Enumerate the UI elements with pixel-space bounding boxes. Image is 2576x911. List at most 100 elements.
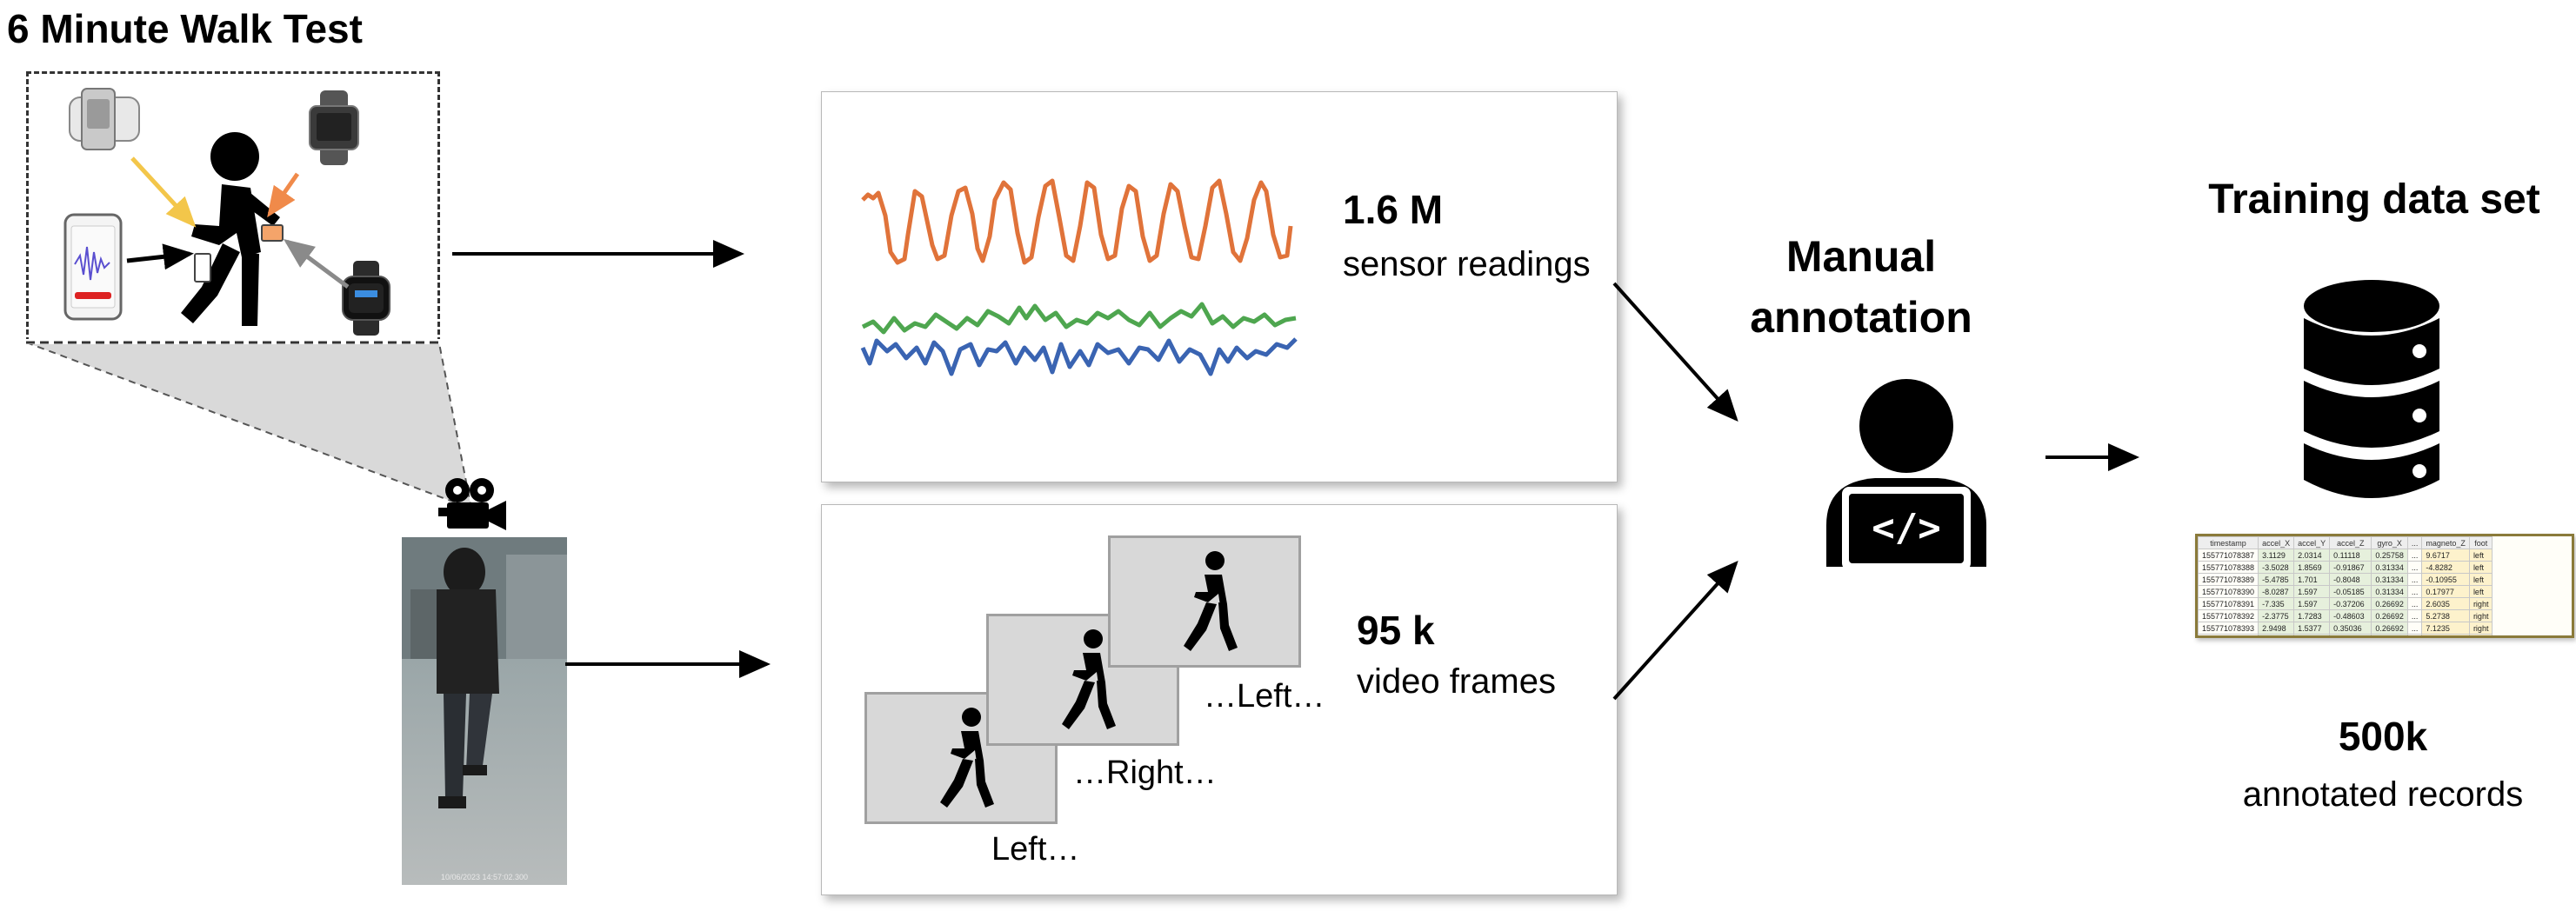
table-header-cell: accel_Y: [2293, 536, 2331, 549]
table-cell: 0.31334: [2371, 573, 2408, 586]
table-cell: 1.597: [2293, 597, 2331, 610]
walk-test-title: 6 Minute Walk Test: [7, 6, 363, 51]
table-cell: 155771078393: [2198, 622, 2259, 635]
table-cell: 1.7283: [2293, 609, 2331, 622]
table-cell: ...: [2406, 609, 2423, 622]
video-camera-icon: [438, 478, 506, 530]
sensor-readings-count: 1.6 M: [1343, 187, 1444, 232]
table-cell: -2.3775: [2258, 609, 2295, 622]
table-cell: 155771078391: [2198, 597, 2259, 610]
walking-person-icon: [1062, 629, 1116, 729]
green-signal-line: [861, 302, 1297, 335]
table-cell: 9.6717: [2421, 549, 2470, 562]
zoom-projection: [26, 339, 473, 510]
table-cell: 0.25758: [2371, 549, 2408, 562]
smartwatch-icon: [69, 88, 140, 150]
table-cell: 2.9498: [2258, 622, 2295, 635]
frame-label-left: Left…: [991, 831, 1080, 868]
table-cell: 3.1129: [2258, 549, 2295, 562]
table-cell: 155771078388: [2198, 561, 2259, 574]
table-cell: 155771078392: [2198, 609, 2259, 622]
table-header-cell: gyro_X: [2371, 536, 2408, 549]
table-cell: right: [2468, 634, 2493, 635]
table-cell: ...: [2406, 622, 2423, 635]
table-cell: left: [2468, 549, 2493, 562]
table-cell: 0.31334: [2371, 561, 2408, 574]
table-cell: 1.597: [2293, 585, 2331, 598]
table-cell: 0.31334: [2371, 585, 2408, 598]
table-cell: left: [2468, 585, 2493, 598]
annotated-records-label: annotated records: [2242, 775, 2524, 814]
table-cell: left: [2468, 573, 2493, 586]
table-header-cell: magneto_Z: [2421, 536, 2470, 549]
table-cell: 0.26692: [2371, 622, 2408, 635]
sensor-signal-chart: [860, 178, 1298, 376]
smartwatch-icon: [309, 90, 359, 165]
walking-person-icon: [1184, 551, 1238, 651]
table-cell: 155771078387: [2198, 549, 2259, 562]
table-cell: 0.26692: [2371, 609, 2408, 622]
table-cell: 0.17977: [2421, 585, 2470, 598]
database-icon: [2304, 280, 2439, 498]
table-cell: right: [2468, 597, 2493, 610]
walking-person-icon: [940, 708, 994, 808]
wrist-sensor: [261, 224, 284, 242]
table-header-cell: accel_X: [2258, 536, 2295, 549]
table-header-cell: ...: [2406, 536, 2423, 549]
table-header-cell: accel_Z: [2329, 536, 2372, 549]
table-cell: -8.0287: [2258, 585, 2295, 598]
video-frame-3: [1108, 535, 1301, 668]
table-cell: 0.26692: [2371, 597, 2408, 610]
table-cell: 155771078394: [2198, 634, 2259, 635]
annotation-title-line2: annotation: [1750, 293, 1972, 342]
table-cell: -0.37206: [2329, 597, 2372, 610]
table-cell: 2.0314: [2293, 549, 2331, 562]
flow-arrows-right: [1612, 282, 2139, 701]
walking-video-photo: 10/06/2023 14:57:02.300: [402, 537, 567, 885]
video-timestamp: 10/06/2023 14:57:02.300: [441, 873, 528, 881]
table-cell: -5.4785: [2258, 573, 2295, 586]
table-cell: left: [2468, 561, 2493, 574]
table-cell: 2.6035: [2421, 597, 2470, 610]
table-cell: 155771078390: [2198, 585, 2259, 598]
blue-signal-line: [860, 337, 1298, 376]
sensor-arrows: [126, 156, 350, 289]
table-cell: right: [2468, 609, 2493, 622]
table-cell: ...: [2406, 585, 2423, 598]
table-cell: 7.1235: [2421, 622, 2470, 635]
table-cell: 0.35036: [2329, 622, 2372, 635]
table-cell: 5.2738: [2421, 609, 2470, 622]
table-cell: -3.5028: [2258, 561, 2295, 574]
table-cell: 0.11118: [2329, 549, 2372, 562]
table-header-cell: foot: [2468, 536, 2493, 549]
table-cell: 0.27273: [2371, 634, 2408, 635]
frame-label-left-2: …Left…: [1204, 678, 1325, 715]
table-cell: 6.4255: [2421, 634, 2470, 635]
table-cell: 1.8569: [2293, 561, 2331, 574]
table-row: 1557710783947.58861.65570.622470.27273..…: [2198, 634, 2493, 635]
table-cell: right: [2468, 622, 2493, 635]
table-cell: -0.10955: [2421, 573, 2470, 586]
smartwatch-icon: [342, 261, 390, 336]
table-cell: ...: [2406, 549, 2423, 562]
orange-signal-line: [861, 178, 1293, 265]
table-cell: 7.5886: [2258, 634, 2295, 635]
svg-text:</>: </>: [1872, 506, 1940, 550]
training-title: Training data set: [2208, 176, 2540, 223]
table-cell: 1.5377: [2293, 622, 2331, 635]
smartphone-icon: [63, 213, 123, 321]
table-cell: -0.91867: [2329, 561, 2372, 574]
table-cell: ...: [2406, 573, 2423, 586]
table-cell: 155771078389: [2198, 573, 2259, 586]
table-header-cell: timestamp: [2198, 536, 2259, 549]
video-frames-count: 95 k: [1357, 608, 1435, 653]
frame-label-right: …Right…: [1073, 755, 1217, 791]
annotation-title-line1: Manual: [1785, 232, 1937, 281]
